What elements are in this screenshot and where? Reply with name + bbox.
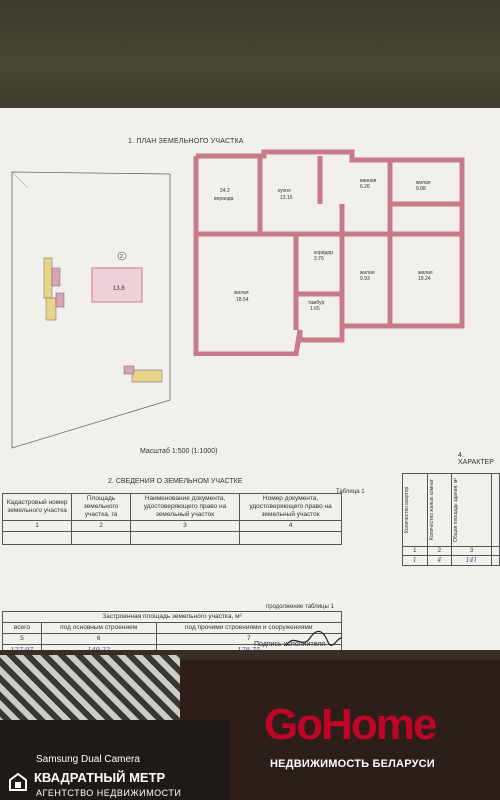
dark-chair — [0, 720, 230, 800]
room-label-2: веранда — [214, 196, 234, 202]
room-label-3: кухня — [278, 188, 291, 194]
agency-subtitle: АГЕНТСТВО НЕДВИЖИМОСТИ — [36, 788, 182, 798]
couch — [180, 660, 500, 800]
signature-label: Подпись исполнителя — [254, 641, 326, 648]
t2-sub-total: всего — [2, 622, 42, 634]
table1-label: Таблица 1 — [336, 489, 365, 495]
continuation-label: продолжение таблицы 1 — [266, 604, 334, 610]
t4-header-rooms: Количество жилых комнат — [428, 479, 435, 541]
section4-title: 4. ХАРАКТЕР — [458, 452, 494, 466]
site-house-label: 13.8 — [113, 286, 125, 292]
section1-title: 1. ПЛАН ЗЕМЕЛЬНОГО УЧАСТКА — [128, 138, 244, 145]
t1-header-area: Площадь земельного участка, га — [71, 493, 131, 521]
floor-plan: 24.2 веранда кухня 13.16 ванная 6.26 жил… — [193, 149, 465, 356]
t1-num-1: 1 — [1, 520, 73, 532]
t2-num-6: 6 — [40, 633, 157, 645]
room-label-10: тамбур — [308, 300, 325, 306]
t1-header-doc-number: Номер документа, удостоверяющего право н… — [239, 493, 342, 521]
cadastral-document: 1. ПЛАН ЗЕМЕЛЬНОГО УЧАСТКА 13.8 2 — [0, 108, 500, 660]
room-area-8: 19.24 — [418, 276, 431, 282]
room-area-3: 13.16 — [280, 195, 293, 201]
t1-num-3: 3 — [129, 520, 241, 532]
room-label-7: коридор — [314, 250, 333, 256]
camera-watermark: Samsung Dual Camera — [36, 754, 140, 765]
t4-header-apartments: Количество квартир — [404, 486, 410, 534]
room-area-7: 3.76 — [314, 256, 324, 262]
table-background-top — [0, 0, 500, 110]
gohome-logo: GoHome — [264, 700, 437, 749]
gohome-subtitle: НЕДВИЖИМОСТЬ БЕЛАРУСИ — [270, 758, 435, 770]
t4-value-apartments: 1 — [402, 555, 428, 566]
t4-header-area: Общая площадь здания, м² — [453, 477, 460, 543]
room-area-4: 6.26 — [360, 184, 370, 190]
room-label-9: жилая — [360, 270, 375, 276]
site-marker: 2 — [120, 254, 123, 260]
t1-header-cadastral: Кадастровый номер земельного участка — [1, 493, 73, 521]
t2-sub-main: под основным строением — [40, 622, 157, 634]
room-label-5: жилая — [416, 180, 431, 186]
t1-header-doc-name: Наименование документа, удостоверяющего … — [129, 493, 241, 521]
patterned-fabric — [0, 655, 180, 725]
site-plan: 13.8 2 — [11, 171, 171, 449]
scale-label: Масштаб 1:500 (1:1000) — [140, 448, 218, 455]
room-area-5: 9.88 — [416, 186, 426, 192]
land-info-table: Кадастровый номер земельного участка Пло… — [1, 493, 342, 545]
t1-num-4: 4 — [239, 520, 342, 532]
building-characteristics-table: Количество квартир Количество жилых комн… — [402, 473, 500, 566]
t4-num-3: 3 — [451, 546, 492, 556]
t4-value-area: 141 — [451, 555, 492, 566]
t1-num-2: 2 — [71, 520, 131, 532]
signature-scribble — [285, 630, 343, 647]
t4-num-1: 1 — [402, 546, 428, 556]
room-area-10: 1.65 — [310, 306, 320, 312]
room-label-8: жилая — [418, 270, 433, 276]
room-label-1: 24.2 — [220, 188, 230, 194]
t2-num-5: 5 — [2, 633, 42, 645]
agency-name: КВАДРАТНЫЙ МЕТР — [34, 770, 166, 785]
room-area-6: 18.54 — [236, 297, 249, 303]
room-label-4: ванная — [360, 178, 377, 184]
room-area-9: 9.93 — [360, 276, 370, 282]
t2-header: Застроенная площадь земельного участка, … — [2, 611, 342, 623]
section2-title: 2. СВЕДЕНИЯ О ЗЕМЕЛЬНОМ УЧАСТКЕ — [108, 478, 243, 485]
t4-value-rooms: 4 — [426, 555, 453, 566]
agency-logo-icon — [9, 772, 27, 791]
t4-num-2: 2 — [426, 546, 453, 556]
room-label-6: жилая — [234, 290, 249, 296]
